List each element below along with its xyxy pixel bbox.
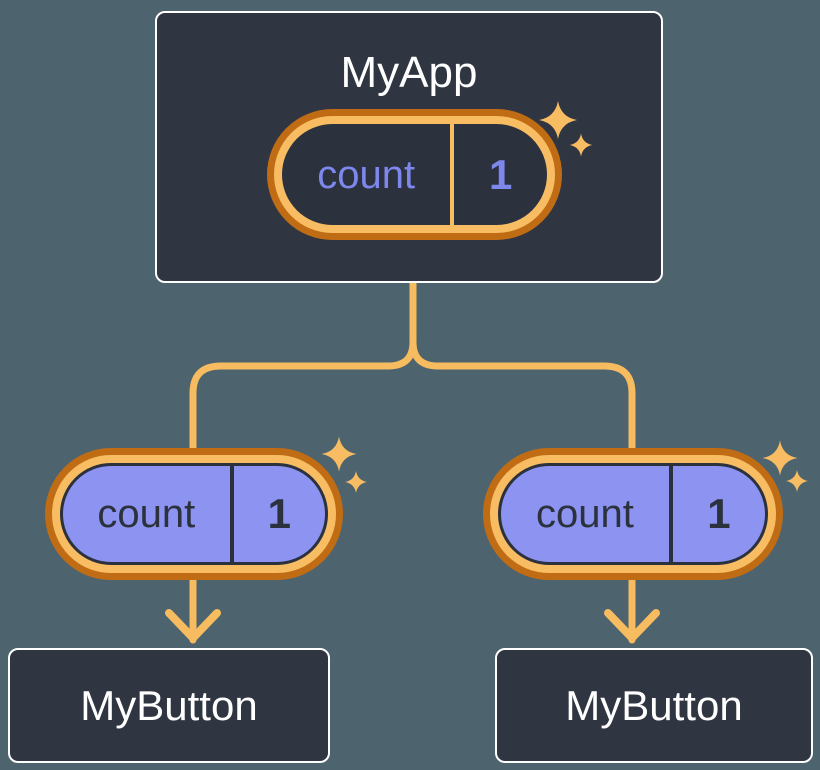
sparkle-icon (762, 440, 808, 492)
sparkle-icon (539, 101, 593, 157)
mybutton-left-label: MyButton (80, 681, 258, 729)
mybutton-right-label: MyButton (565, 681, 743, 729)
state-value-label: 1 (489, 150, 513, 198)
sparkle-icon (321, 436, 367, 493)
state-name-label: count (317, 152, 416, 197)
state-value-cell: 1 (673, 466, 765, 562)
state-name-label: count (535, 492, 634, 536)
right-prop-pill: count 1 (483, 448, 783, 580)
left-prop-pill: count 1 (45, 448, 343, 580)
state-value-label: 1 (267, 490, 291, 537)
mybutton-right-node: MyButton (495, 648, 813, 763)
state-name-label: count (97, 492, 196, 536)
state-name-cell: count (501, 466, 673, 562)
state-value-cell: 1 (234, 466, 325, 562)
myapp-title: MyApp (340, 48, 478, 97)
branch-right-line (409, 274, 636, 644)
state-name-cell: count (282, 124, 455, 225)
state-name-cell: count (63, 466, 234, 562)
state-value-cell: 1 (454, 124, 547, 225)
mybutton-left-node: MyButton (8, 648, 330, 763)
root-state-pill: count 1 (267, 109, 562, 240)
arrowhead-right-icon (604, 609, 660, 642)
arrowhead-left-icon (165, 609, 221, 642)
state-value-label: 1 (707, 490, 731, 537)
